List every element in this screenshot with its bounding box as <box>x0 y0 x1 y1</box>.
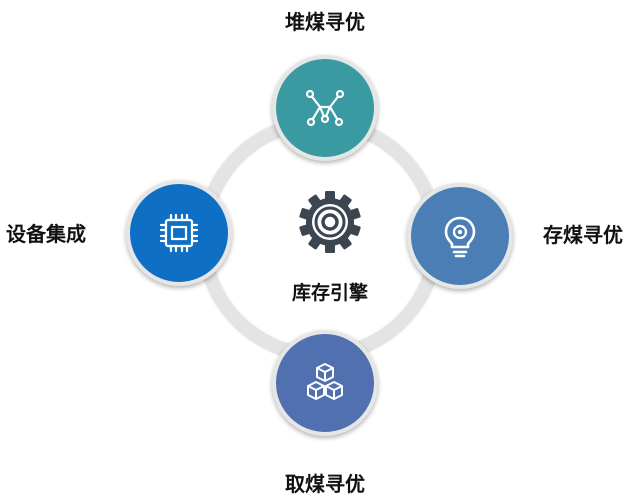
node-storage-optimization <box>407 183 513 289</box>
label-pile-optimization: 堆煤寻优 <box>285 10 365 34</box>
gear-icon <box>299 191 361 253</box>
label-device-integration: 设备集成 <box>6 222 86 246</box>
chip-icon <box>159 213 199 253</box>
label-storage-optimization: 存煤寻优 <box>543 223 623 247</box>
label-retrieval-optimization: 取煤寻优 <box>285 472 365 496</box>
lightbulb-gear-icon <box>444 216 476 258</box>
cubes-icon <box>307 363 343 400</box>
node-retrieval-optimization <box>272 330 378 436</box>
center-label-inventory-engine: 库存引擎 <box>291 282 368 304</box>
node-device-integration <box>126 180 232 286</box>
node-pile-optimization <box>272 55 378 161</box>
network-nodes-icon <box>305 89 345 127</box>
